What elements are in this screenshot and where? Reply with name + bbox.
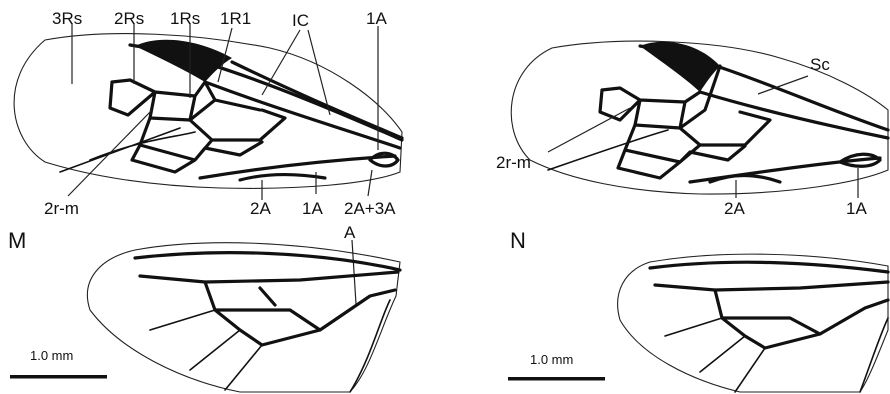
panel-label-m: M: [8, 228, 26, 253]
hindwing-costal-n: [650, 262, 888, 272]
panel-n-forewing: Sc 2r-m 2A 1A: [496, 41, 888, 218]
label-2a-n: 2A: [724, 199, 745, 218]
label-1r1: 1R1: [220, 9, 251, 28]
scale-line-m: [10, 375, 107, 379]
anal-veins: [200, 153, 398, 180]
radial-cells: [110, 80, 260, 120]
label-1rs: 1Rs: [170, 9, 200, 28]
discal-cells-n: [618, 112, 770, 178]
radial-vein: [205, 82, 400, 148]
label-2r-m-n: 2r-m: [496, 153, 531, 172]
label-ic: IC: [292, 11, 309, 30]
label-3rs: 3Rs: [52, 9, 82, 28]
hindwing-outline-n: [618, 254, 888, 392]
panel-n-hindwing: [618, 254, 888, 392]
label-1a-top: 1A: [366, 9, 387, 28]
radial-vein-n: [700, 92, 888, 138]
leader-lines-m: [68, 24, 378, 304]
label-2r-m: 2r-m: [44, 199, 79, 218]
scale-line-n: [508, 377, 605, 381]
label-1a-bottom: 1A: [302, 199, 323, 218]
hindwing-radial-n: [655, 282, 888, 290]
scale-bar-m: 1.0 mm: [10, 348, 107, 379]
panel-label-n: N: [510, 228, 526, 253]
label-2a: 2A: [250, 199, 271, 218]
label-a: A: [344, 223, 356, 242]
hindwing-branch-veins-n: [665, 318, 888, 392]
label-2a-3a: 2A+3A: [344, 199, 396, 218]
label-2rs: 2Rs: [114, 9, 144, 28]
basal-veins-n: [548, 130, 668, 170]
scale-bar-n: 1.0 mm: [508, 352, 605, 381]
label-1a-n: 1A: [846, 199, 867, 218]
scale-label-n: 1.0 mm: [530, 352, 573, 367]
scale-label-m: 1.0 mm: [30, 348, 73, 363]
hindwing-branch-veins: [150, 300, 390, 392]
pterostigma: [135, 40, 232, 82]
hindwing-radial: [140, 272, 398, 282]
label-sc: Sc: [810, 55, 830, 74]
hindwing-costal: [135, 253, 400, 270]
